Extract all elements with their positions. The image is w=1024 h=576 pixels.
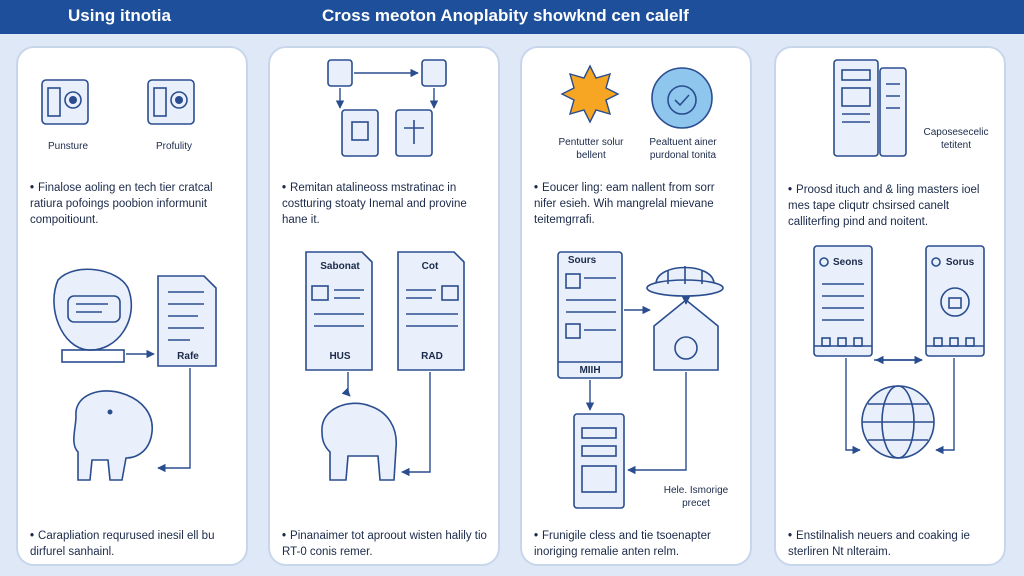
header-left-title: Using itnotia <box>68 6 171 25</box>
document-tall <box>557 251 623 379</box>
panel-3-footer: •Frunigile cless and tie tsoenapter inor… <box>534 530 711 558</box>
panel-4-footer: •Enstilnalish neuers and coaking ie ster… <box>788 530 970 558</box>
document-left-title: Sabonat <box>320 261 360 272</box>
document-left-title: Seons <box>832 257 863 268</box>
server-rack-right <box>926 337 984 347</box>
panel-4-illustrations <box>813 59 985 459</box>
workstation-illustration <box>833 59 907 157</box>
house-badge-illustration <box>653 298 719 371</box>
document-right-title: Sorus <box>945 257 975 268</box>
panel-4-description: •Proosd ituch and & ling masters ioel me… <box>788 184 980 228</box>
panel-1-description: •Finalose aoling en tech tier cratcal ra… <box>30 182 213 226</box>
document-left <box>813 245 873 357</box>
caption-right: Profulity <box>155 141 193 152</box>
document-left-label: HUS <box>329 351 351 362</box>
caption-left: Punsture <box>47 141 89 152</box>
panel-3-description: •Eoucer ling: eam nallent from sorr nife… <box>534 182 715 226</box>
badge-caption: Pealtuent ainer purdonal tonita <box>649 137 717 161</box>
flow-diagram <box>327 59 447 157</box>
server-note: Hele. Ismorige precet <box>663 485 729 509</box>
document-right <box>397 251 465 371</box>
header-right-title: Cross meoton Anoplabity showknd cen cale… <box>322 6 689 25</box>
server-tower <box>573 413 625 509</box>
panel-4: Caposesecelic tetitent •Proosd ituch and… <box>774 46 1006 566</box>
panel-2-illustrations <box>305 59 465 481</box>
panel-2-description: •Remitan atalineoss mstratinac in costtu… <box>282 182 467 226</box>
device-icon-left <box>41 79 89 125</box>
panel-1-illustrations <box>41 79 217 481</box>
document-illustration <box>157 275 217 367</box>
panel-2: •Remitan atalineoss mstratinac in costtu… <box>268 46 500 566</box>
workstation-caption: Caposesecelic tetitent <box>923 127 989 151</box>
rhino-illustration <box>73 390 153 481</box>
document-right <box>925 245 985 357</box>
header-bar: Using itnotia Cross meoton Anoplabity sh… <box>0 0 1024 34</box>
panel-3: Pentutter solur bellent Pealtuent ainer … <box>520 46 752 566</box>
sun-caption: Pentutter solur bellent <box>558 137 624 161</box>
panel-1: Punsture Profulity •Finalose aoling en t… <box>16 46 248 566</box>
dome-illustration <box>646 266 724 297</box>
document-right-label: RAD <box>421 351 443 362</box>
document-left <box>305 251 373 371</box>
document-label: Rafe <box>177 351 199 362</box>
document-tall-label: MIIH <box>579 365 601 376</box>
machine-illustration <box>53 268 133 363</box>
device-icon-right <box>147 79 195 125</box>
creature-illustration <box>321 402 397 481</box>
document-right-title: Cot <box>421 261 439 272</box>
server-rack-left <box>814 337 872 347</box>
document-tall-title: Sours <box>567 255 597 266</box>
panel-3-illustrations <box>557 64 724 509</box>
panel-2-footer: •Pinanaimer tot aproout wisten halily ti… <box>282 530 487 558</box>
panel-1-footer: •Carapliation requrused inesil ell bu di… <box>30 530 215 558</box>
sun-icon <box>560 64 620 124</box>
check-badge-icon <box>651 67 713 129</box>
globe-illustration <box>861 385 935 459</box>
